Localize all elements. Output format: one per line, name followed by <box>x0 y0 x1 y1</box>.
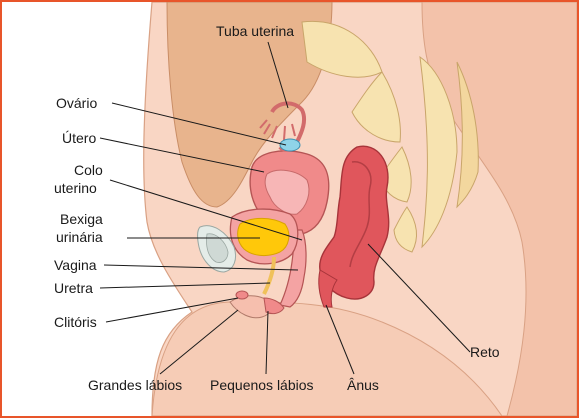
label-pequenos-labios: Pequenos lábios <box>210 377 314 393</box>
rectum-inner-fold <box>349 161 372 268</box>
label-colo-line1: Colo <box>74 162 103 178</box>
label-utero: Útero <box>62 130 96 146</box>
label-bexiga-line1: Bexiga <box>60 211 103 227</box>
label-anus: Ânus <box>347 377 379 393</box>
fimbriae <box>259 119 296 141</box>
clitoris-shape <box>235 290 249 300</box>
label-reto: Reto <box>470 344 500 360</box>
label-clitoris: Clitóris <box>54 314 97 330</box>
leader-lines <box>99 41 471 375</box>
abdominal-cavity <box>166 2 333 208</box>
label-colo-line2: uterino <box>54 180 97 196</box>
anal-canal <box>318 269 338 308</box>
lower-body-shading <box>151 301 503 416</box>
sacrum-bones <box>301 20 479 253</box>
label-uretra: Uretra <box>54 280 93 296</box>
label-vagina: Vagina <box>54 257 97 273</box>
bladder-urine <box>237 217 290 257</box>
labia-minora <box>263 297 285 315</box>
label-ovario: Ovário <box>56 95 97 111</box>
ovary <box>279 138 301 152</box>
rectum <box>319 145 390 300</box>
label-grandes-labios: Grandes lábios <box>88 377 182 393</box>
uterus-cavity <box>264 169 310 215</box>
urethra <box>262 256 276 295</box>
label-tuba-uterina: Tuba uterina <box>216 23 294 39</box>
label-bexiga-line2: urinária <box>56 229 103 245</box>
